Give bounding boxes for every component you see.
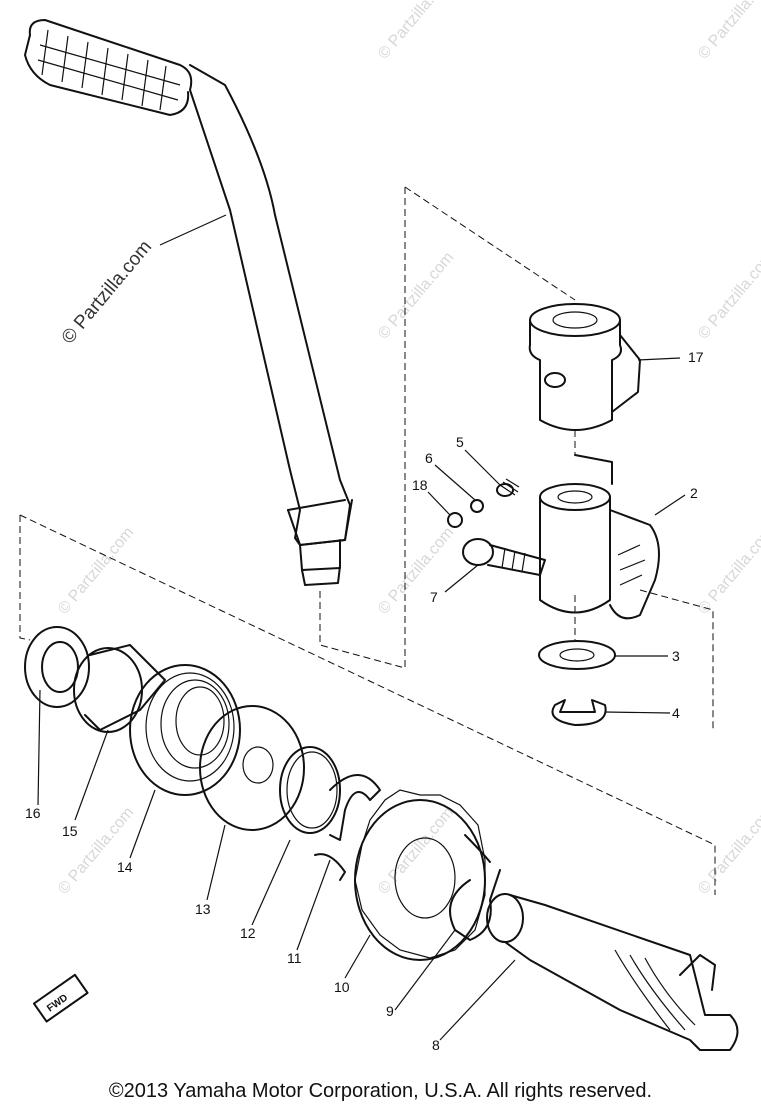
part-14-torsion-spring	[129, 664, 241, 796]
part-12-circlip	[279, 746, 341, 834]
part-2-kick-axle	[539, 454, 660, 620]
watermark-main: © Partzilla.com	[58, 237, 156, 349]
part-label-6: 6	[425, 450, 433, 466]
part-10-kick-gear	[354, 789, 486, 961]
part-label-17: 17	[688, 349, 704, 365]
part-17-kick-boss	[528, 303, 641, 431]
part-label-15: 15	[62, 823, 78, 839]
leader-lines	[37, 357, 686, 1041]
part-16-oil-seal	[24, 626, 90, 708]
watermark-faint: © Partzilla.com	[375, 804, 457, 898]
watermark-faint: © Partzilla.com	[695, 0, 761, 63]
fwd-text: FWD	[45, 992, 70, 1014]
part-label-5: 5	[456, 434, 464, 450]
part-label-13: 13	[195, 901, 211, 917]
watermark-faint: © Partzilla.com	[55, 804, 137, 898]
part-label-8: 8	[432, 1037, 440, 1053]
part-7-bolt	[462, 538, 546, 576]
part-label-11: 11	[287, 950, 302, 966]
kick-lever	[24, 19, 353, 586]
part-8-kick-shaft	[486, 893, 739, 1051]
part-9-clip-spring	[449, 834, 501, 941]
part-label-2: 2	[690, 485, 698, 501]
part-label-12: 12	[240, 925, 256, 941]
part-label-16: 16	[25, 805, 41, 821]
watermark-faint: © Partzilla.com	[695, 249, 761, 343]
part-label-3: 3	[672, 648, 680, 664]
watermark-faint: © Partzilla.com	[375, 249, 457, 343]
watermark-faint: © Partzilla.com	[695, 524, 761, 618]
small-pins	[447, 478, 520, 528]
part-label-4: 4	[672, 705, 680, 721]
part-3-washer	[538, 640, 616, 670]
watermark-faint: © Partzilla.com	[55, 524, 137, 618]
watermark-faint: © Partzilla.com	[375, 0, 457, 63]
part-label-10: 10	[334, 979, 350, 995]
part-label-14: 14	[117, 859, 133, 875]
part-label-7: 7	[430, 589, 438, 605]
watermark-faint: © Partzilla.com	[375, 524, 457, 618]
watermark-faint: © Partzilla.com	[695, 804, 761, 898]
part-label-18: 18	[412, 477, 428, 493]
part-4-circlip	[551, 699, 607, 726]
part-labels: 17 2 5 6 18 7 3 4 16 15 14 13 12 11 10 9…	[25, 349, 704, 1053]
assembly-guides	[19, 186, 716, 895]
part-label-9: 9	[386, 1003, 394, 1019]
copyright-notice: ©2013 Yamaha Motor Corporation, U.S.A. A…	[108, 1080, 653, 1102]
watermark-layer: © Partzilla.com © Partzilla.com © Partzi…	[55, 0, 761, 898]
part-11-clip	[314, 774, 381, 881]
part-13-thrust-plate	[199, 705, 305, 831]
fwd-badge: FWD	[32, 973, 89, 1023]
